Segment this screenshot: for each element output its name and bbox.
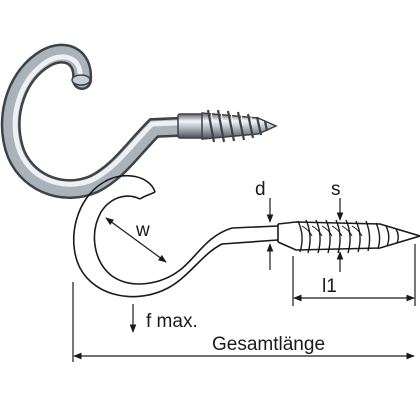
dimension-l1 — [292, 244, 416, 306]
hook-drawing — [72, 174, 420, 298]
label-total-length: Gesamtlänge — [212, 334, 325, 355]
drawing-threads — [297, 219, 399, 254]
screw-outline — [277, 221, 420, 251]
thread-ridges — [206, 109, 269, 143]
dimension-w — [105, 217, 167, 263]
hook-outer-contour — [72, 174, 279, 298]
hook-collar — [177, 113, 205, 139]
label-d: d — [255, 179, 266, 200]
hook-tip — [71, 74, 91, 86]
hook-photo — [0, 43, 278, 199]
label-l1: l1 — [322, 276, 337, 297]
label-s: s — [331, 179, 341, 200]
label-f-max: f max. — [146, 311, 198, 332]
dimension-total-length — [72, 282, 415, 362]
label-w: w — [135, 220, 150, 241]
hook-inner-contour — [93, 195, 279, 285]
